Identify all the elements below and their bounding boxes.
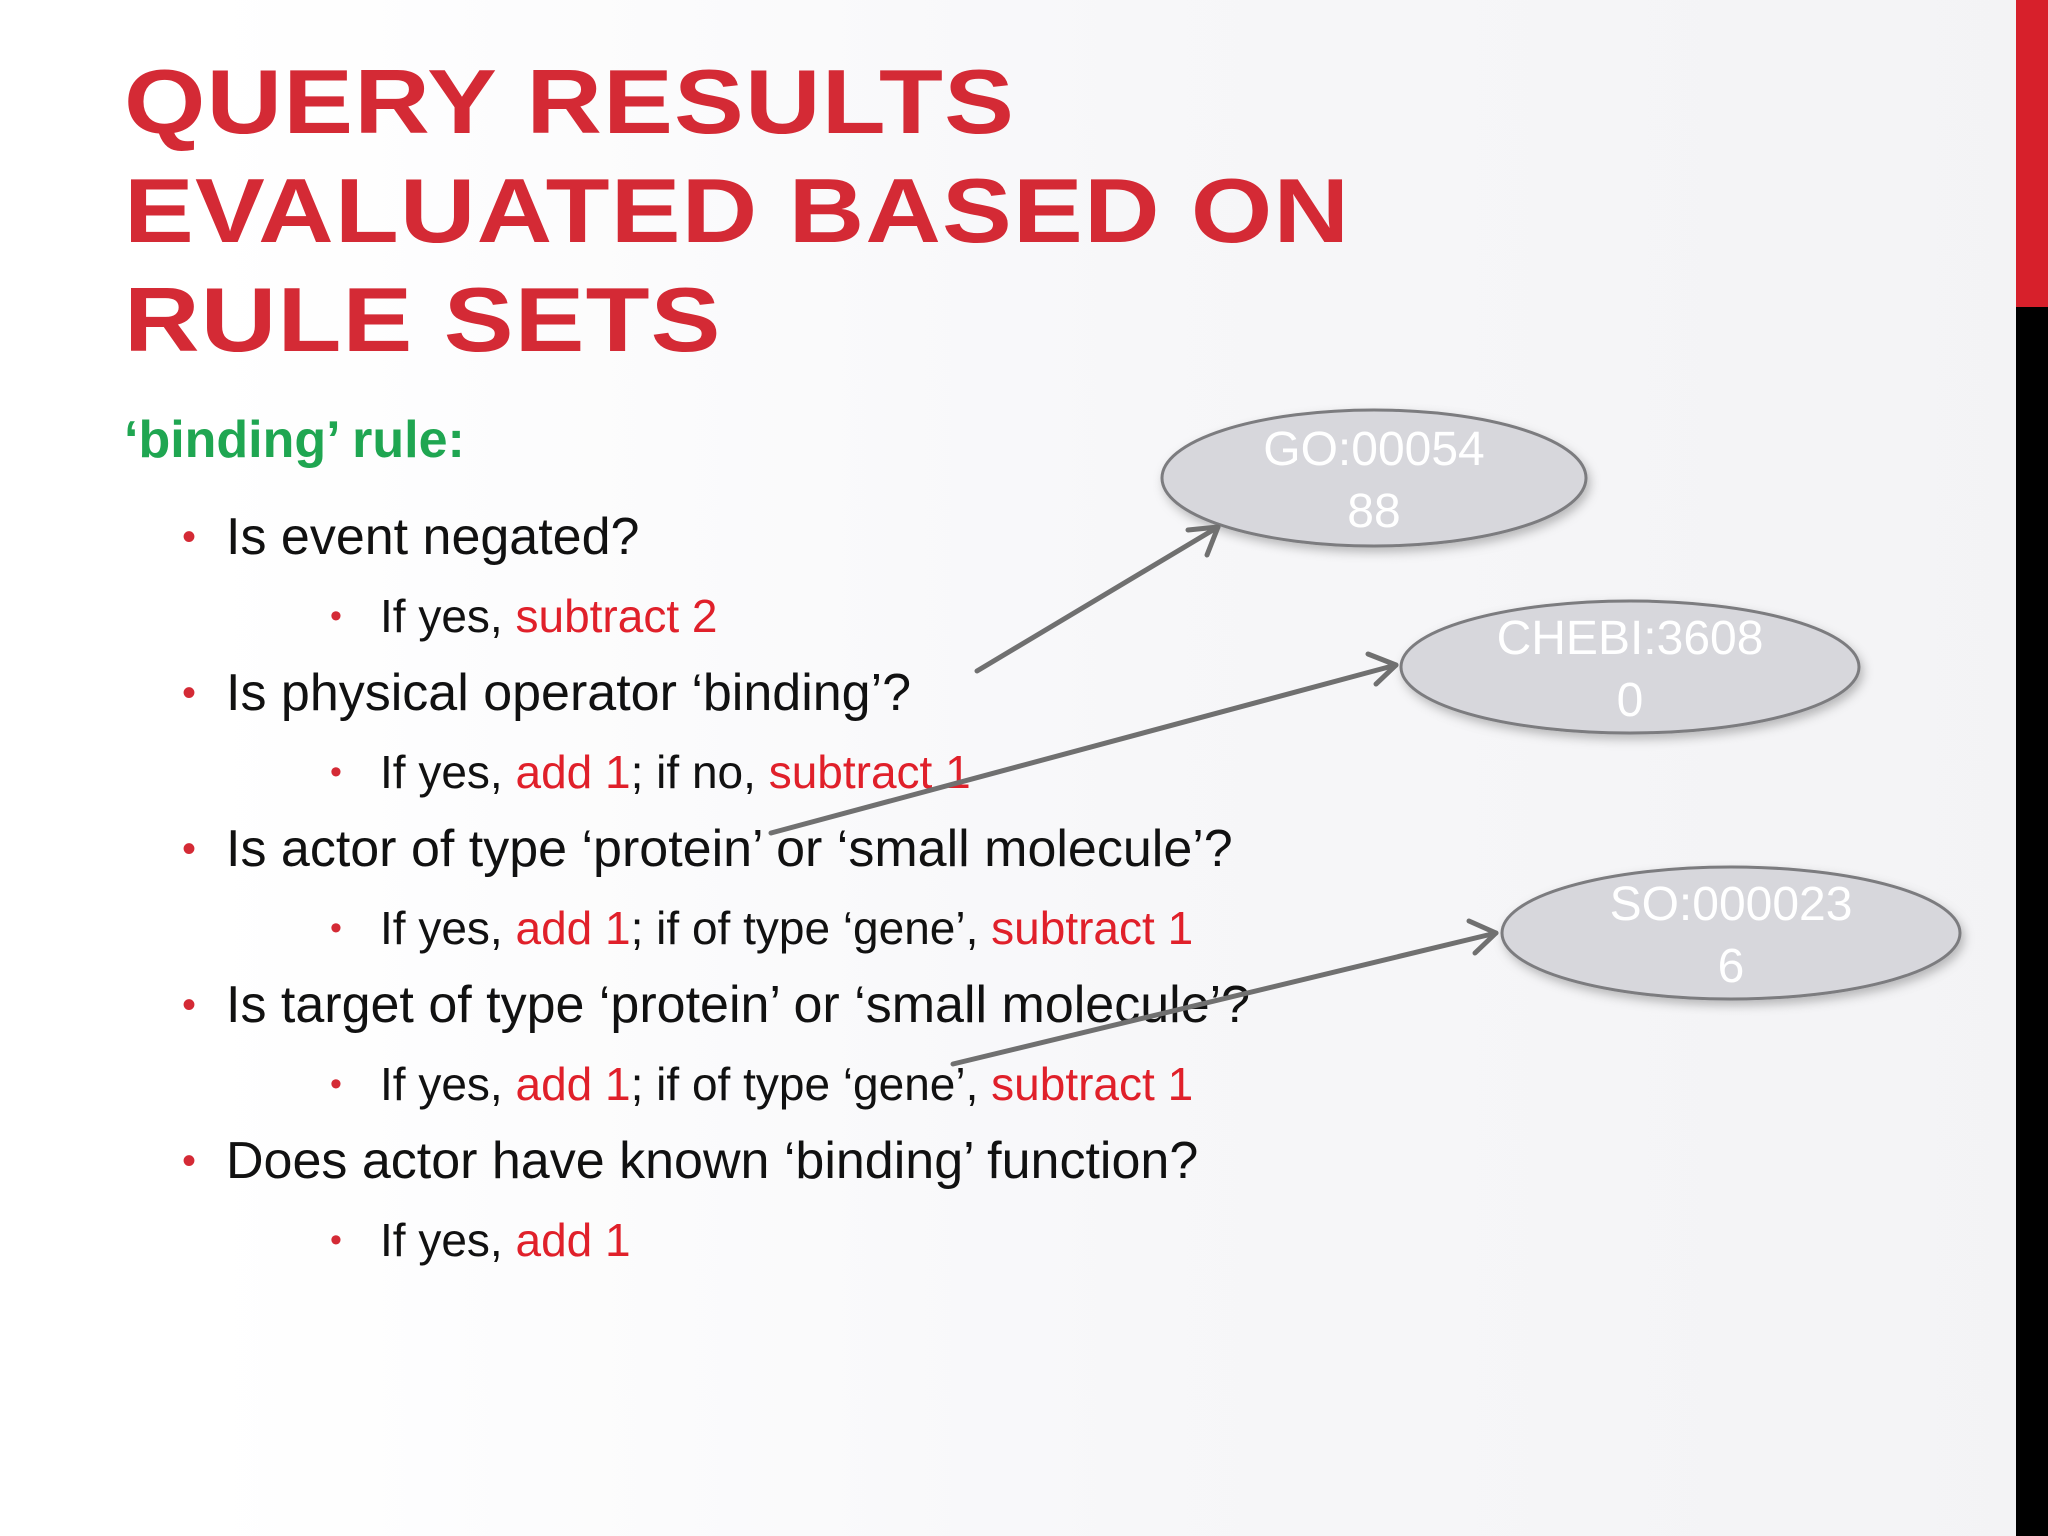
rule-name: ‘binding’ rule: xyxy=(124,411,465,469)
score-change: add 1 xyxy=(515,746,631,798)
rule-answer: If yes, add 1; if of type ‘gene’, subtra… xyxy=(330,1056,1194,1112)
rule-question: Does actor have known ‘binding’ function… xyxy=(182,1131,1198,1191)
ontology-term-so: SO:000023 6 xyxy=(1500,865,1962,1001)
answer-lead-text: If yes, xyxy=(380,590,516,642)
rule-question: Is event negated? xyxy=(182,507,639,567)
term-label-line2: 0 xyxy=(1617,674,1644,727)
answer-lead-text: If yes, xyxy=(380,1058,516,1110)
term-label-line1: SO:000023 xyxy=(1610,878,1853,931)
score-change: subtract 1 xyxy=(991,1058,1194,1110)
term-label-line1: CHEBI:3608 xyxy=(1497,612,1764,665)
score-change: add 1 xyxy=(515,1058,631,1110)
accent-bar-top xyxy=(2016,0,2048,307)
term-oval xyxy=(1160,408,1588,548)
rule-answer: If yes, subtract 2 xyxy=(330,588,718,644)
answer-lead-text: If yes, xyxy=(380,746,516,798)
term-oval xyxy=(1399,599,1861,735)
term-label-line2: 88 xyxy=(1347,485,1400,538)
rule-answer: If yes, add 1 xyxy=(330,1212,631,1268)
accent-bar-bottom xyxy=(2016,307,2048,1536)
score-change: add 1 xyxy=(515,1214,631,1266)
term-oval xyxy=(1500,865,1962,1001)
answer-lead-text: If yes, xyxy=(380,902,516,954)
term-label-line2: 6 xyxy=(1718,940,1745,993)
slide-title: QUERY RESULTS EVALUATED BASED ON RULE SE… xyxy=(124,52,1351,371)
score-change: subtract 2 xyxy=(515,590,718,642)
score-change: add 1 xyxy=(515,902,631,954)
answer-mid-text: ; if no, xyxy=(630,746,769,798)
ontology-term-go: GO:00054 88 xyxy=(1160,408,1588,548)
answer-mid-text: ; if of type ‘gene’, xyxy=(630,902,992,954)
ontology-term-chebi: CHEBI:3608 0 xyxy=(1399,599,1861,735)
answer-mid-text: ; if of type ‘gene’, xyxy=(630,1058,992,1110)
term-label-line1: GO:00054 xyxy=(1263,423,1484,476)
answer-lead-text: If yes, xyxy=(380,1214,516,1266)
